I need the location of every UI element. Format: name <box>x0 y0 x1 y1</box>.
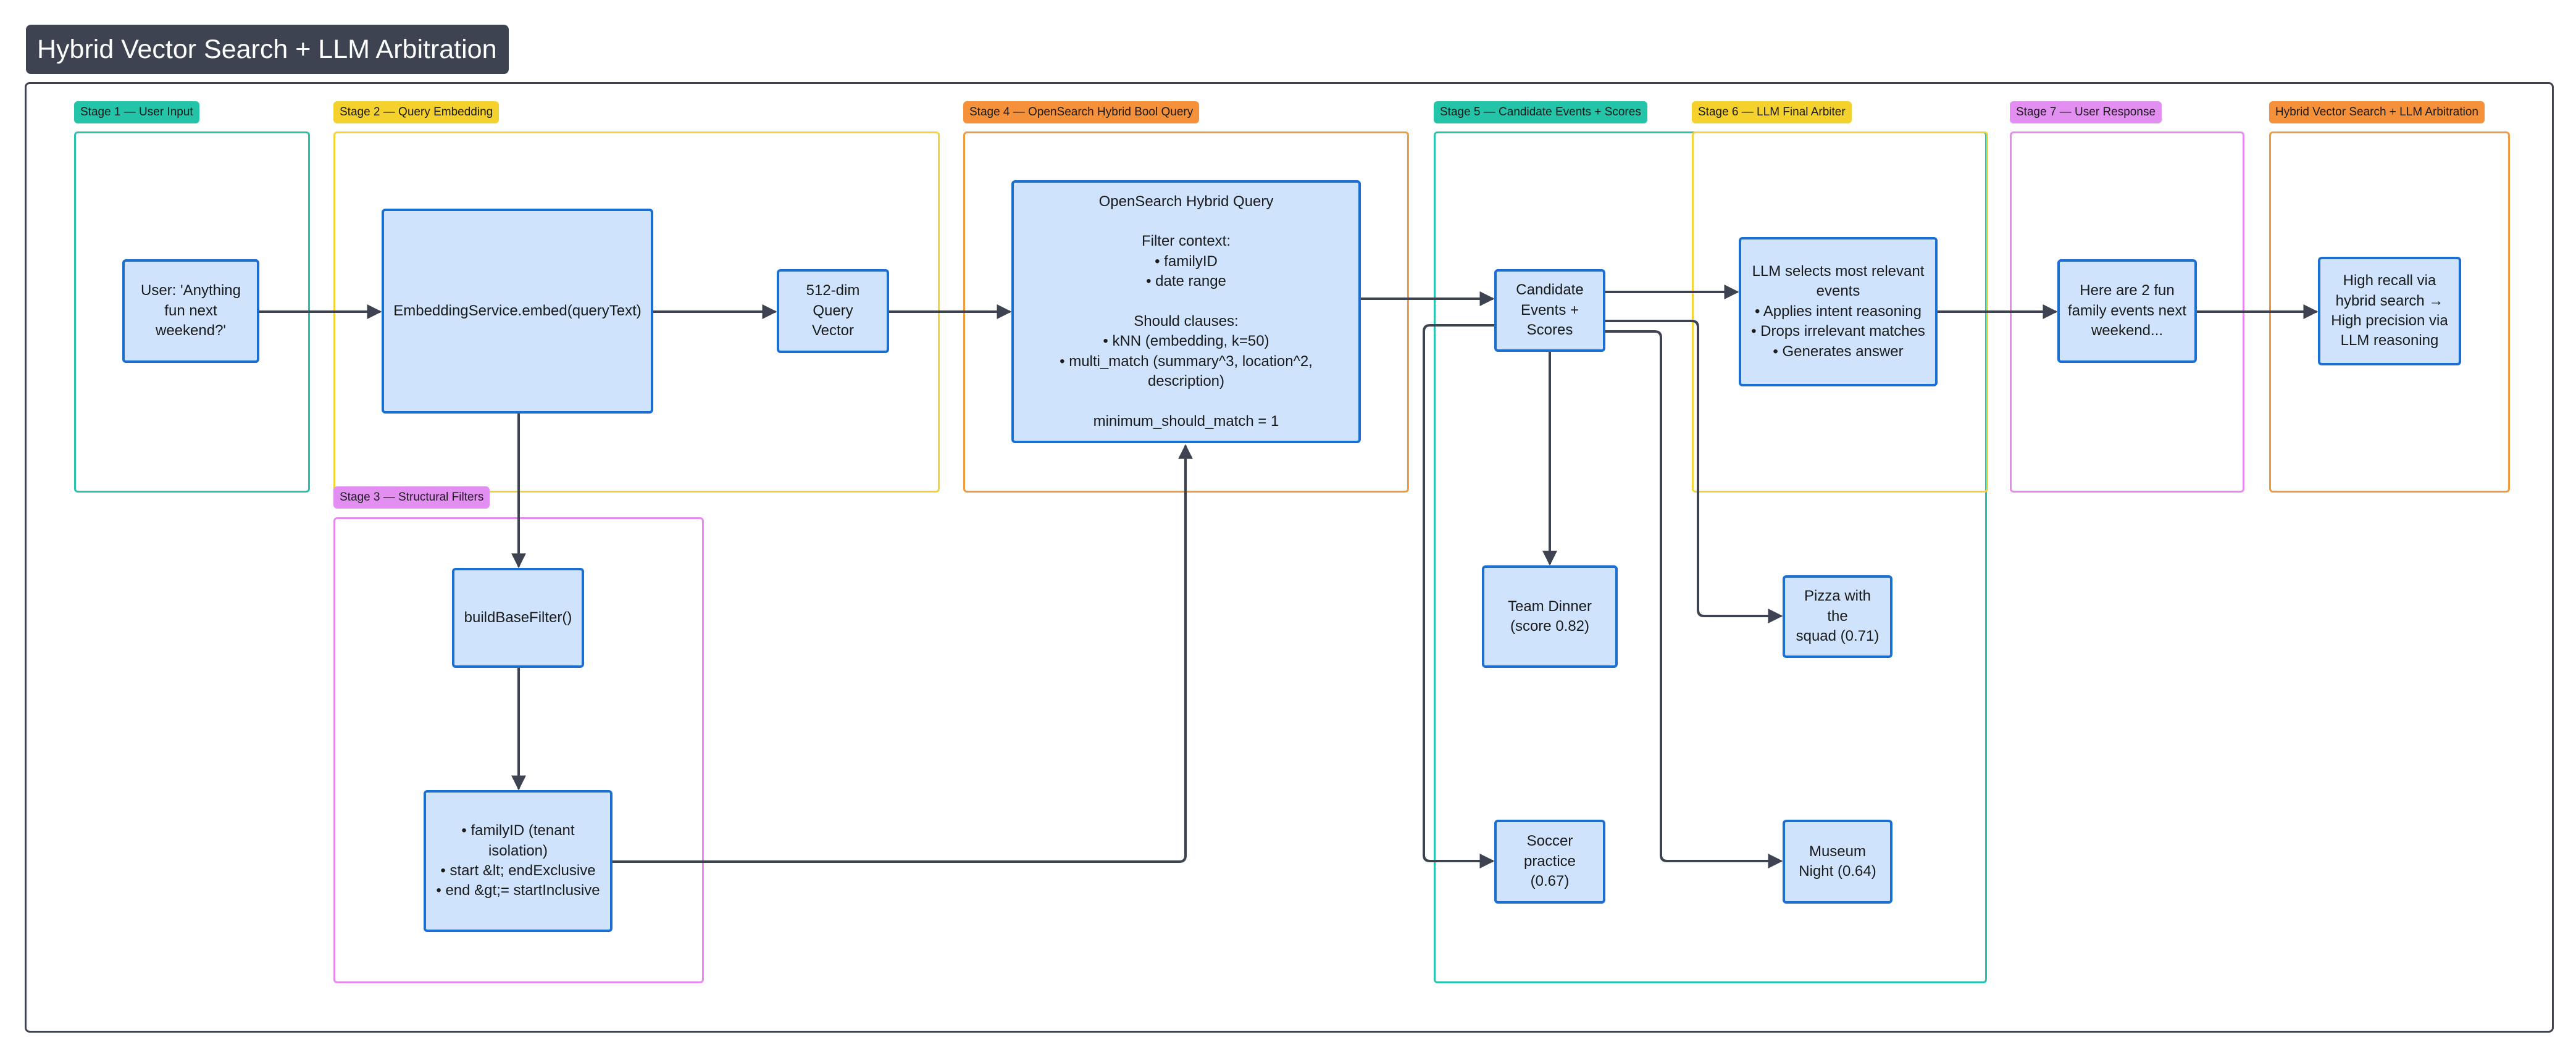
edge-candidates-to-museum <box>1605 330 1783 868</box>
edge-candidates-to-soccer <box>1423 324 1495 868</box>
build-base-filter-node[interactable]: buildBaseFilter() <box>452 568 584 668</box>
diagram-title: Hybrid Vector Search + LLM Arbitration <box>26 25 509 74</box>
conclusion-node[interactable]: High recall via hybrid search → High pre… <box>2318 257 2461 365</box>
stage-4-label: Stage 4 — OpenSearch Hybrid Bool Query <box>963 101 1200 123</box>
edge-filters-to-query <box>611 444 1193 863</box>
stage-6-label: Stage 6 — LLM Final Arbiter <box>1692 101 1852 123</box>
llm-arbiter-node[interactable]: LLM selects most relevant events • Appli… <box>1739 237 1938 386</box>
diagram-frame <box>25 82 2554 1033</box>
stage-8-label: Hybrid Vector Search + LLM Arbitration <box>2269 101 2485 123</box>
edge-candidates-to-pizza <box>1605 320 1783 623</box>
user-response-node[interactable]: Here are 2 fun family events next weeken… <box>2057 259 2197 363</box>
pizza-node[interactable]: Pizza with the squad (0.71) <box>1783 575 1892 658</box>
candidate-events-node[interactable]: Candidate Events + Scores <box>1494 269 1605 352</box>
stage-7-label: Stage 7 — User Response <box>2010 101 2162 123</box>
stage-2-label: Stage 2 — Query Embedding <box>333 101 500 123</box>
stage-1-label: Stage 1 — User Input <box>74 101 199 123</box>
hybrid-query-node[interactable]: OpenSearch Hybrid Query Filter context: … <box>1011 180 1361 443</box>
museum-node[interactable]: Museum Night (0.64) <box>1783 820 1892 904</box>
team-dinner-node[interactable]: Team Dinner (score 0.82) <box>1482 565 1618 668</box>
structural-filters-node[interactable]: • familyID (tenant isolation) • start &l… <box>424 790 613 932</box>
query-vector-node[interactable]: 512-dim Query Vector <box>777 269 889 353</box>
embedding-service-node[interactable]: EmbeddingService.embed(queryText) <box>382 209 653 414</box>
stage-5-label: Stage 5 — Candidate Events + Scores <box>1434 101 1647 123</box>
user-input-node[interactable]: User: 'Anything fun next weekend?' <box>122 259 259 363</box>
stage-3-label: Stage 3 — Structural Filters <box>333 486 490 509</box>
soccer-node[interactable]: Soccer practice (0.67) <box>1494 820 1605 904</box>
